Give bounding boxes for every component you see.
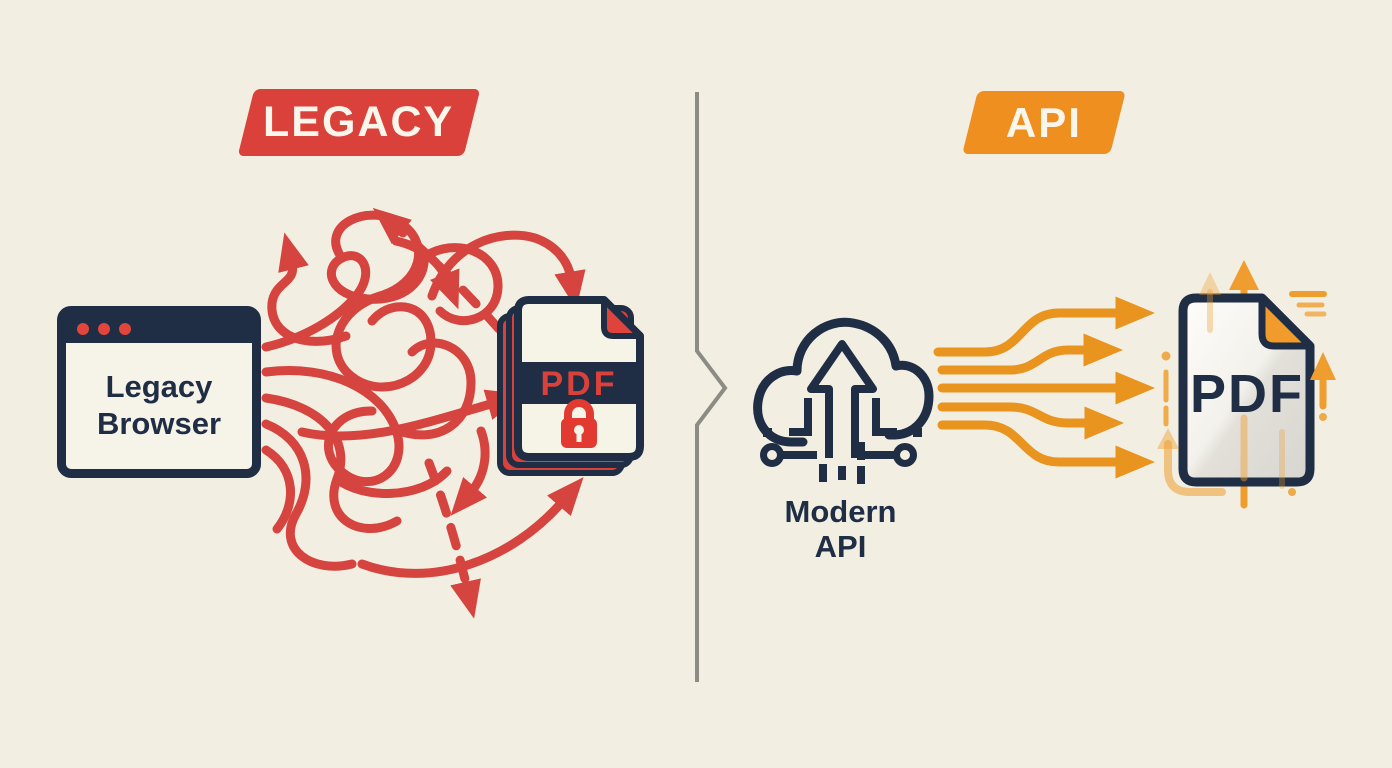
legacy-pdf-label: PDF xyxy=(541,365,618,403)
api-badge: API xyxy=(962,91,1126,154)
speed-accents-behind xyxy=(1229,260,1259,509)
pdf-folded-corner xyxy=(1258,294,1314,350)
lock-icon xyxy=(561,399,597,448)
window-dot-icon xyxy=(98,323,110,335)
legacy-badge: LEGACY xyxy=(237,89,481,156)
cloud-outline xyxy=(753,317,934,447)
speed-accent-arrowheads xyxy=(1157,272,1336,496)
browser-titlebar xyxy=(66,315,252,343)
pdf-stack-mid-page xyxy=(506,305,634,468)
upload-arrow-icon xyxy=(807,340,877,458)
cloud-caption: Modern API xyxy=(763,494,918,564)
pdf-folded-corner xyxy=(601,297,643,339)
browser-label: Legacy Browser xyxy=(66,343,252,469)
speed-accents-front xyxy=(1163,289,1327,496)
browser-label-line2: Browser xyxy=(96,406,222,441)
pdf-band xyxy=(522,362,636,404)
api-pdf-label: PDF xyxy=(1190,364,1304,424)
cloud-caption-line1: Modern xyxy=(784,494,897,529)
cloud-caption-line2: API xyxy=(814,529,867,565)
window-dot-icon xyxy=(119,323,131,335)
legacy-browser-window-icon: Legacy Browser xyxy=(57,306,261,478)
pdf-stack-back-page xyxy=(497,313,625,476)
api-badge-label: API xyxy=(1005,98,1082,146)
pdf-page xyxy=(514,296,644,461)
browser-label-line1: Legacy xyxy=(105,369,213,405)
circuit-lines xyxy=(760,398,917,484)
legacy-badge-label: LEGACY xyxy=(263,98,455,146)
window-dot-icon xyxy=(77,323,89,335)
pdf-page xyxy=(1178,293,1315,487)
